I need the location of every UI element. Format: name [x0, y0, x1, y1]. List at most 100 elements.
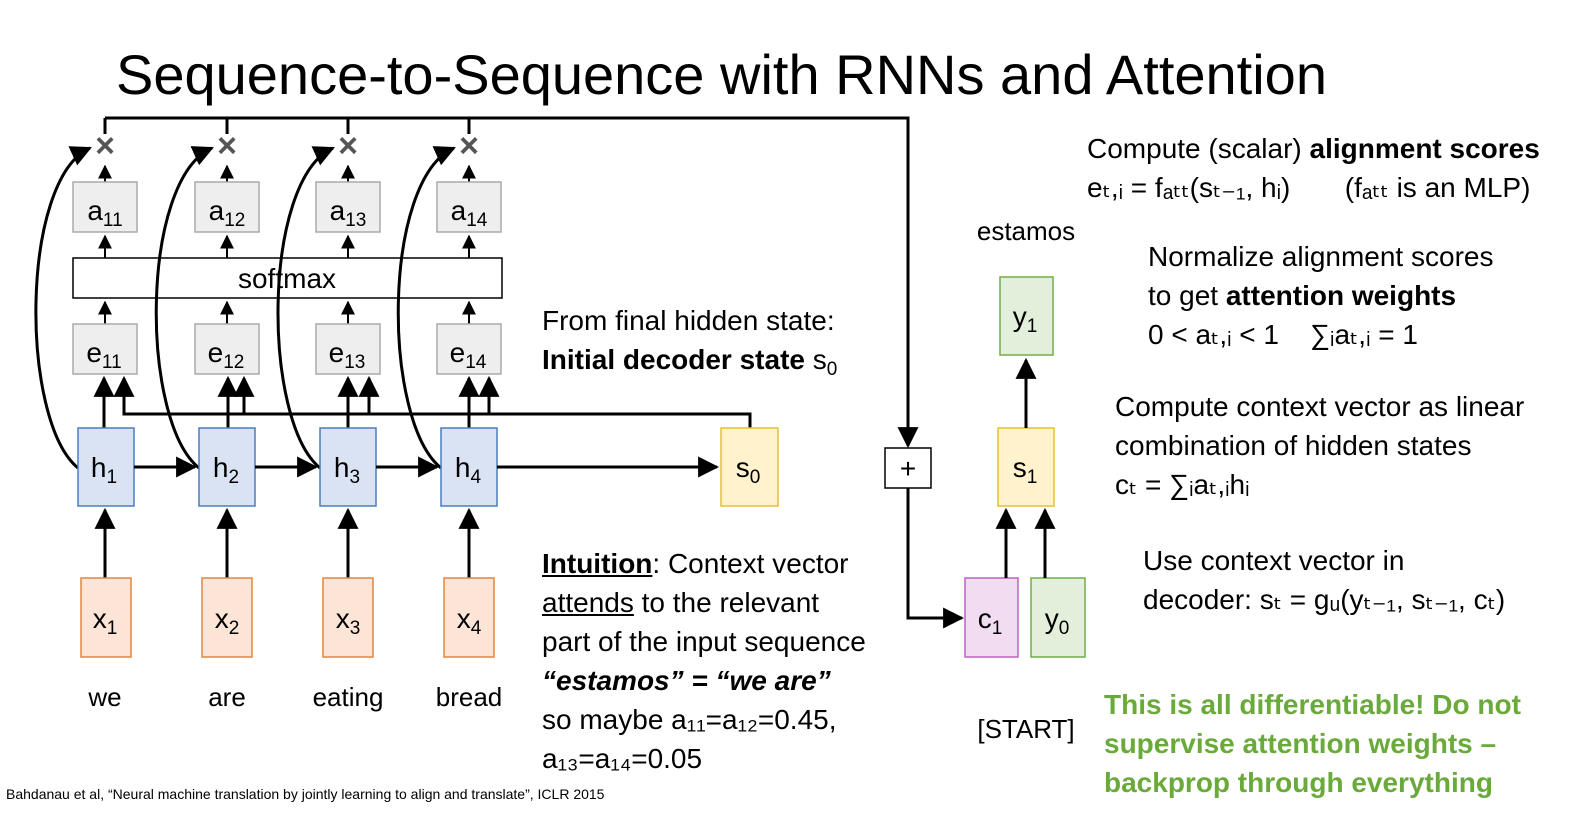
e-node-2: e12: [194, 323, 260, 375]
alignment-note: Compute (scalar) alignment scores eₜ,ᵢ =…: [1087, 129, 1540, 207]
context-note: Compute context vector as linear combina…: [1115, 387, 1524, 504]
alignment-plain: Compute (scalar): [1087, 133, 1310, 164]
svg-text:y0: y0: [1045, 603, 1070, 639]
intuition-line-6: a₁₃=a₁₄=0.05: [542, 743, 703, 774]
intuition-line-4: “estamos” = “we are”: [542, 665, 831, 696]
svg-text:a11: a11: [87, 195, 122, 231]
decoder-use-line-1: Use context vector in: [1143, 545, 1405, 576]
normalize-line-3: 0 < aₜ,ᵢ < 1 ∑ᵢaₜ,ᵢ = 1: [1148, 319, 1418, 350]
initial-state-note-var: s: [812, 344, 827, 375]
h-node-3: h3: [319, 427, 377, 507]
multiply-symbol-4: ×: [459, 127, 479, 165]
intuition-bold: Intuition: [542, 548, 653, 579]
y1-node-sub: 1: [1027, 316, 1038, 337]
svg-text:e12: e12: [208, 337, 245, 373]
svg-text:c1: c1: [978, 603, 1003, 639]
initial-state-note-line2: Initial decoder state s0: [542, 340, 837, 379]
differentiable-line-3: backprop through everything: [1104, 767, 1493, 798]
a-node-3-label: a: [330, 195, 346, 226]
e-node-4-label: e: [450, 337, 466, 368]
x-node-2-sub: 2: [229, 618, 240, 639]
intuition-line-5: so maybe a₁₁=a₁₂=0.45,: [542, 704, 837, 735]
e-node-3-sub: 13: [344, 352, 365, 373]
initial-state-note: From final hidden state: Initial decoder…: [542, 301, 837, 379]
a-node-2-sub: 12: [224, 210, 245, 231]
h-node-2: h2: [198, 427, 256, 507]
normalize-plain: to get: [1148, 280, 1226, 311]
a-node-1-label: a: [87, 195, 103, 226]
svg-text:s0: s0: [736, 452, 761, 488]
h-node-4-sub: 4: [471, 467, 482, 488]
svg-text:x4: x4: [457, 603, 482, 639]
alignment-line-2: eₜ,ᵢ = fₐₜₜ(sₜ₋₁, hᵢ) (fₐₜₜ is an MLP): [1087, 172, 1531, 203]
x-node-3-sub: 3: [350, 618, 361, 639]
x-node-4: x4: [443, 577, 495, 658]
a-node-1-sub: 11: [103, 210, 123, 231]
multiply-symbol-1: ×: [95, 127, 115, 165]
input-word-1: we: [87, 682, 121, 712]
svg-text:e14: e14: [450, 337, 487, 373]
c1-node: c1: [964, 577, 1019, 658]
intuition-line1-rest: : Context vector: [652, 548, 849, 579]
svg-text:a12: a12: [209, 195, 246, 231]
x-node-2: x2: [201, 577, 253, 658]
a-node-1: a11: [72, 181, 138, 233]
h-node-2-label: h: [213, 452, 229, 483]
s1-node-label: s: [1013, 452, 1027, 483]
intuition-line-2: attends to the relevant: [542, 583, 866, 622]
x-node-3-label: x: [336, 603, 350, 634]
e-node-2-label: e: [208, 337, 224, 368]
svg-text:x3: x3: [336, 603, 361, 639]
differentiable-note: This is all differentiable! Do not super…: [1104, 685, 1521, 802]
svg-text:x2: x2: [215, 603, 240, 639]
a-node-3-sub: 13: [345, 210, 366, 231]
e-node-4: e14: [436, 323, 502, 375]
attention-bus-line: [105, 116, 919, 449]
differentiable-line-2: supervise attention weights –: [1104, 728, 1497, 759]
e-node-4-sub: 14: [465, 352, 487, 373]
multiply-symbol-3: ×: [338, 127, 358, 165]
x-node-4-sub: 4: [471, 618, 482, 639]
normalize-bold: attention weights: [1225, 280, 1457, 311]
c1-node-label: c: [978, 603, 992, 634]
plus-symbol: +: [900, 453, 916, 484]
input-word-3: eating: [313, 682, 384, 712]
intuition-line2-rest: to the relevant: [633, 587, 820, 618]
svg-text:h1: h1: [91, 452, 117, 488]
h-node-1: h1: [77, 427, 135, 507]
decoder-use-line-2: decoder: sₜ = gᵤ(yₜ₋₁, sₜ₋₁, cₜ): [1143, 584, 1506, 615]
intuition-line-1: Intuition: Context vector: [542, 544, 866, 583]
a-node-2: a12: [194, 181, 260, 233]
h-to-mult-curve-4: [396, 146, 456, 470]
y0-node-sub: 0: [1059, 618, 1070, 639]
intuition-attends: attends: [542, 587, 634, 618]
citation: Bahdanau et al, “Neural machine translat…: [6, 786, 605, 802]
h-node-1-sub: 1: [107, 467, 118, 488]
e-node-1-label: e: [86, 337, 102, 368]
a-node-2-label: a: [209, 195, 225, 226]
context-line-1: Compute context vector as linear: [1115, 391, 1525, 422]
x-node-4-label: x: [457, 603, 471, 634]
y1-node-label: y: [1013, 301, 1027, 332]
h-node-3-label: h: [334, 452, 350, 483]
context-line-3: cₜ = ∑ᵢaₜ,ᵢhᵢ: [1115, 469, 1250, 500]
s0-node-sub: 0: [750, 467, 761, 488]
s0-node: s0: [720, 427, 779, 507]
s1-node: s1: [997, 427, 1055, 507]
x-node-1-label: x: [93, 603, 107, 634]
x-node-2-label: x: [215, 603, 229, 634]
y0-node-label: y: [1045, 603, 1059, 634]
y1-node: y1: [999, 276, 1054, 356]
output-word: estamos: [977, 216, 1075, 246]
svg-text:x1: x1: [93, 603, 118, 639]
initial-state-note-line1: From final hidden state:: [542, 305, 835, 336]
multiply-symbol-2: ×: [217, 127, 237, 165]
h-to-mult-curve-2: [154, 146, 214, 470]
svg-text:y1: y1: [1013, 301, 1038, 337]
a-node-3: a13: [315, 181, 381, 233]
initial-state-note-bold: Initial decoder state: [542, 344, 805, 375]
svg-text:s1: s1: [1013, 452, 1038, 488]
svg-text:e13: e13: [329, 337, 366, 373]
x-node-1-sub: 1: [107, 618, 118, 639]
